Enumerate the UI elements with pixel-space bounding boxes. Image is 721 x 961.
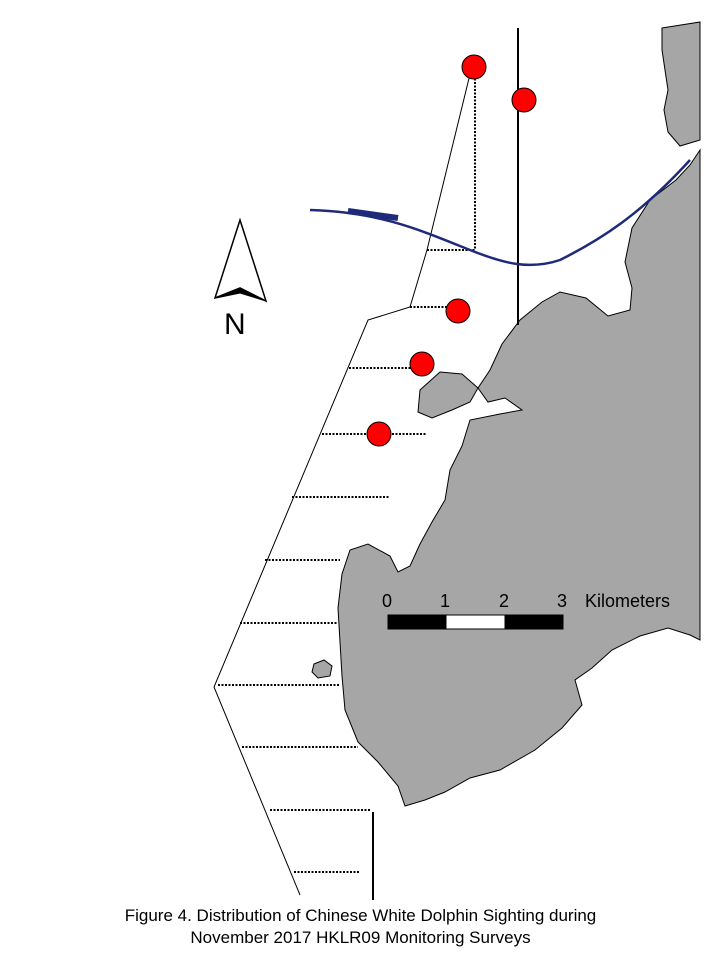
dolphin-sightings <box>366 54 537 447</box>
map-canvas <box>213 21 701 900</box>
route-line-thick <box>347 208 399 221</box>
route-line <box>309 159 691 267</box>
sighting-point <box>409 351 435 377</box>
scale-bar <box>387 614 564 630</box>
land-islet <box>311 659 333 679</box>
land-northeast <box>661 21 701 147</box>
sighting-point <box>445 298 471 324</box>
scale-tick-0: 0 <box>382 591 393 611</box>
scale-tick-3: 3 <box>557 591 568 611</box>
survey-boundary <box>213 61 474 896</box>
sighting-point <box>511 87 537 113</box>
caption-line-2: November 2017 HKLR09 Monitoring Surveys <box>190 928 531 947</box>
transect-lines <box>218 75 476 873</box>
sighting-point <box>461 54 487 80</box>
caption-line-1: Figure 4. Distribution of Chinese White … <box>124 906 597 925</box>
land-main <box>337 148 701 807</box>
scale-tick-1: 1 <box>440 591 451 611</box>
sighting-point <box>366 421 392 447</box>
scale-units: Kilometers <box>585 591 671 611</box>
scale-tick-2: 2 <box>499 591 510 611</box>
figure-caption: Figure 4. Distribution of Chinese White … <box>0 905 721 949</box>
north-label: N <box>224 308 246 341</box>
north-arrow <box>213 217 268 303</box>
land-peninsula <box>417 371 479 419</box>
